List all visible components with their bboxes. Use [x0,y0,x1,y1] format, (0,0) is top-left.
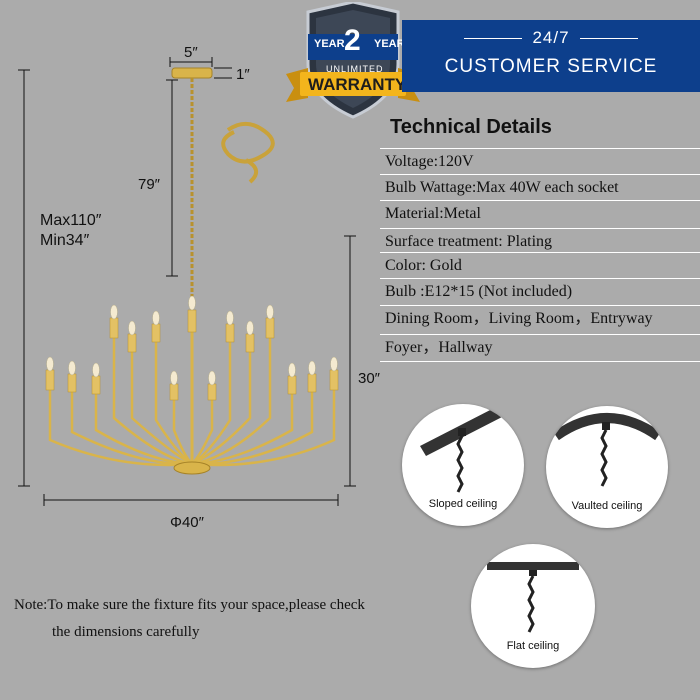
sloped-ceiling-diagram: Sloped ceiling [402,404,524,526]
technical-details-title: Technical Details [390,116,552,138]
body-height-label: 30″ [358,370,380,387]
banner-line2: CUSTOMER SERVICE [444,56,658,77]
flat-ceiling-icon [487,562,579,633]
vaulted-ceiling-icon [553,413,661,487]
badge-number: 2 [344,24,361,57]
spec-row-rooms-2: Foyer，Hallway [380,334,700,362]
vaulted-ceiling-diagram: Vaulted ceiling [546,406,668,528]
note-line1: Note:To make sure the fixture fits your … [14,597,365,613]
spec-row-voltage: Voltage:120V [380,148,700,174]
flat-ceiling-diagram: Flat ceiling [471,544,595,668]
diameter-label: Φ40″ [170,514,204,531]
sloped-ceiling-icon [420,406,504,493]
warranty-badge [286,2,420,119]
canopy-height-label: 1″ [236,66,250,83]
flat-ceiling-label: Flat ceiling [506,640,560,652]
spec-row-rooms: Dining Room，Living Room，Entryway [380,305,700,331]
spec-row-color: Color: Gold [380,252,700,278]
customer-service-banner: 24/7 CUSTOMER SERVICE [402,20,700,92]
banner-line1: 24/7 [402,28,700,48]
note-line2: the dimensions carefully [52,624,200,640]
min-height-label: Min34″ [40,232,90,249]
badge-year-left: YEAR [314,38,345,50]
canopy-width-label: 5″ [184,44,198,61]
spec-row-material: Material:Metal [380,200,700,226]
badge-year-right: YEAR [374,38,405,50]
chain-length-label: 79″ [138,176,160,193]
chandelier-illustration [18,57,356,506]
sloped-ceiling-label: Sloped ceiling [428,498,498,510]
badge-warranty: WARRANTY [308,75,407,94]
spec-row-surface: Surface treatment: Plating [380,228,700,254]
max-height-label: Max110″ [40,212,102,229]
spec-row-bulb: Bulb :E12*15 (Not included) [380,278,700,304]
spec-row-wattage: Bulb Wattage:Max 40W each socket [380,174,700,200]
badge-unlimited: UNLIMITED [326,64,384,74]
vaulted-ceiling-label: Vaulted ceiling [571,500,643,512]
